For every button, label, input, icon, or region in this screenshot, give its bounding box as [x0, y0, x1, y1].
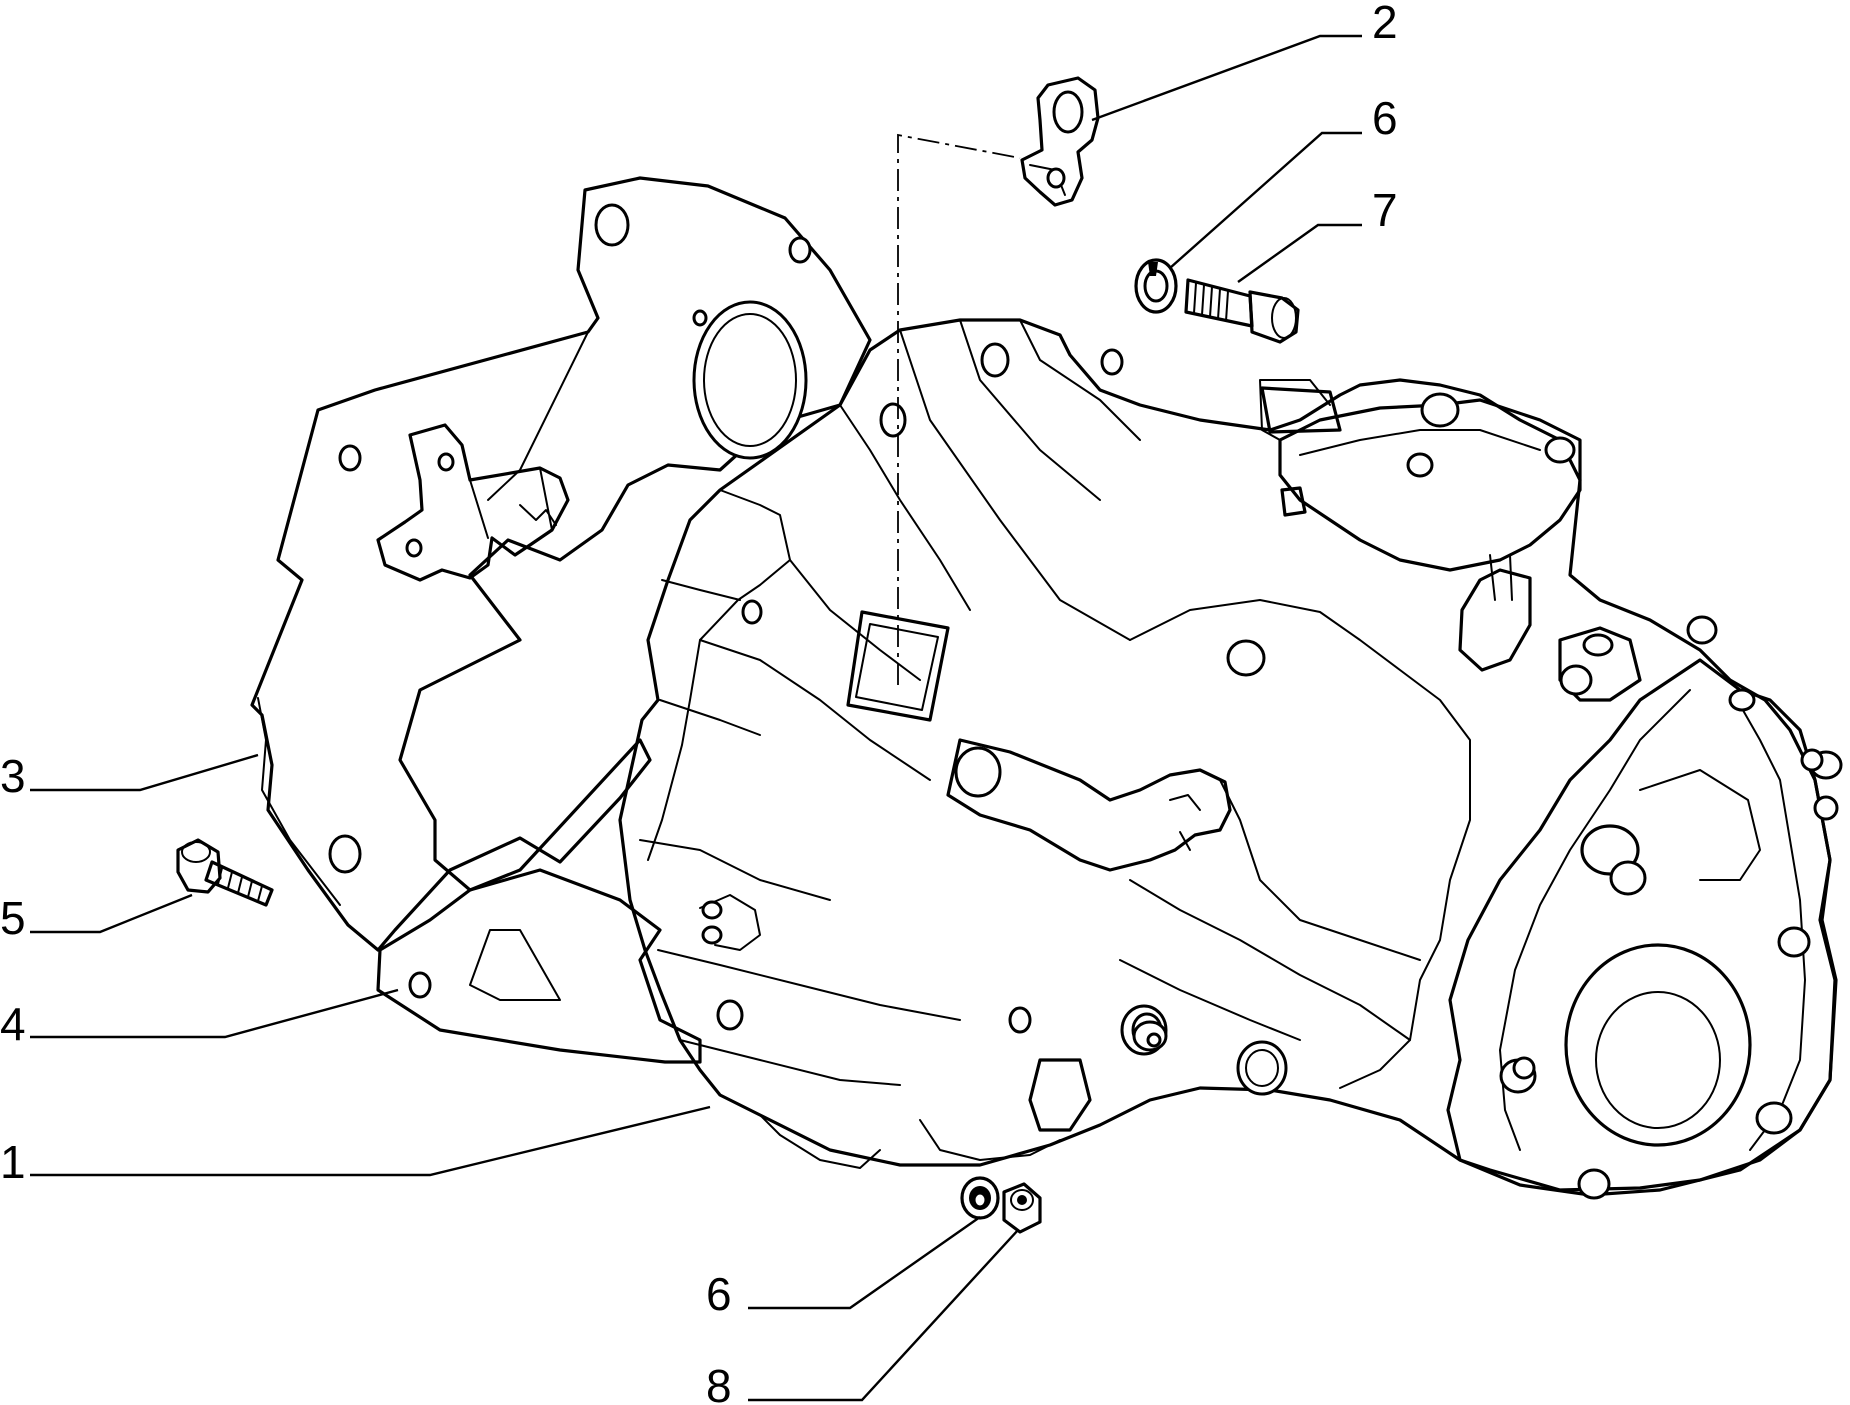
nut-part-8 — [1002, 1182, 1042, 1234]
washer-part-6-top — [1134, 258, 1178, 314]
callout-6-top: 6 — [1372, 92, 1398, 144]
bolt-part-5 — [176, 838, 274, 907]
leader-line-6-top — [1169, 131, 1362, 269]
lifting-eye-part-2 — [1020, 76, 1100, 207]
leader-line-4 — [30, 988, 399, 1039]
leader-line-7 — [1237, 223, 1362, 283]
callout-1: 1 — [0, 1136, 26, 1188]
leader-line-6-bottom — [748, 1216, 981, 1310]
callout-6-bottom: 6 — [706, 1268, 732, 1320]
assembly-line-part-2 — [897, 133, 1021, 685]
callout-3: 3 — [0, 750, 26, 802]
gearbox-housing-part-1 — [618, 318, 1843, 1200]
leader-line-8 — [748, 1229, 1019, 1402]
callout-5: 5 — [0, 892, 26, 944]
callout-2: 2 — [1372, 0, 1398, 48]
callout-4: 4 — [0, 998, 26, 1050]
bolt-part-7 — [1184, 278, 1300, 344]
leader-line-3 — [30, 753, 259, 792]
leader-line-2 — [1091, 34, 1362, 122]
cover-plate-part-3 — [250, 176, 872, 952]
leader-line-5 — [30, 893, 193, 934]
callout-7: 7 — [1372, 184, 1398, 236]
leader-lines — [30, 34, 1362, 1402]
lower-cover-part-4 — [376, 868, 702, 1064]
washer-part-6-bottom — [960, 1176, 1000, 1220]
callout-8: 8 — [706, 1360, 732, 1405]
callout-labels: 3 5 4 1 2 6 7 6 8 — [0, 0, 1398, 1405]
leader-line-1 — [30, 1105, 711, 1177]
